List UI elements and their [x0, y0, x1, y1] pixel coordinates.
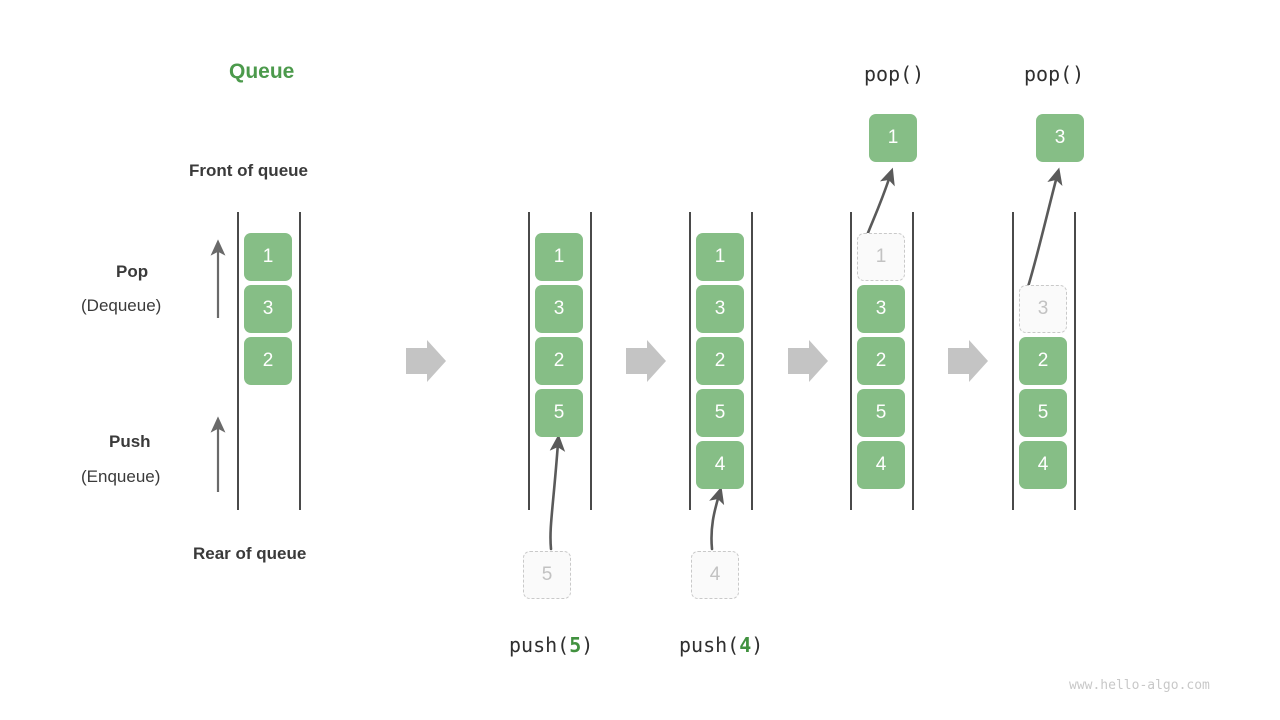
push-4-argument: 4: [739, 633, 752, 657]
queue-rail-left: [528, 212, 530, 510]
queue-cell: 2: [535, 337, 583, 385]
queue-rail-left: [689, 212, 691, 510]
queue-cell: 2: [1019, 337, 1067, 385]
queue-cell: 4: [857, 441, 905, 489]
push-enqueue-label: (Enqueue): [81, 467, 161, 486]
popped-cell: 1: [869, 114, 917, 162]
push-5-argument: 5: [569, 633, 582, 657]
queue-cell: 2: [696, 337, 744, 385]
queue-cell: 3: [857, 285, 905, 333]
incoming-ghost-cell: 4: [691, 551, 739, 599]
queue-cell: 2: [857, 337, 905, 385]
queue-cell: 3: [535, 285, 583, 333]
queue-cell: 1: [244, 233, 292, 281]
push-5-operation-label: push(5): [509, 633, 593, 657]
push-4-suffix: ): [751, 633, 764, 657]
queue-rail-left: [237, 212, 239, 510]
push-4-operation-label: push(4): [679, 633, 763, 657]
pop-label: Pop: [116, 262, 149, 281]
queue-cell-ghost: 3: [1019, 285, 1067, 333]
queue-cell: 5: [857, 389, 905, 437]
queue-cell: 1: [535, 233, 583, 281]
pop-1-curve-arrow: [864, 167, 895, 240]
push-5-prefix: push(: [509, 633, 570, 657]
queue-cell: 4: [1019, 441, 1067, 489]
queue-cell: 3: [696, 285, 744, 333]
rear-of-queue-label: Rear of queue: [193, 544, 307, 563]
push-4-prefix: push(: [679, 633, 740, 657]
queue-cell: 3: [244, 285, 292, 333]
push-5-curve-arrow: [549, 434, 566, 551]
flow-arrow-3: [788, 340, 828, 382]
queue-rail-right: [912, 212, 914, 510]
flow-arrow-2: [626, 340, 666, 382]
queue-cell: 5: [535, 389, 583, 437]
queue-cell: 5: [696, 389, 744, 437]
pop-3-curve-arrow: [1025, 167, 1063, 292]
queue-rail-left: [850, 212, 852, 510]
queue-cell-ghost: 1: [857, 233, 905, 281]
front-of-queue-label: Front of queue: [189, 161, 308, 180]
queue-rail-right: [751, 212, 753, 510]
queue-rail-left: [1012, 212, 1014, 510]
pop-1-operation-label: pop(): [864, 62, 925, 86]
queue-rail-right: [1074, 212, 1076, 510]
flow-arrow-1: [406, 340, 446, 382]
pop-dequeue-label: (Dequeue): [81, 296, 162, 315]
push-5-suffix: ): [581, 633, 594, 657]
page-title: Queue: [229, 60, 295, 83]
push-4-curve-arrow: [709, 486, 725, 551]
queue-cell: 2: [244, 337, 292, 385]
flow-arrow-4: [948, 340, 988, 382]
push-label: Push: [109, 432, 151, 451]
queue-rail-right: [590, 212, 592, 510]
queue-cell: 1: [696, 233, 744, 281]
queue-cell: 5: [1019, 389, 1067, 437]
site-watermark: www.hello-algo.com: [1069, 678, 1210, 693]
popped-cell: 3: [1036, 114, 1084, 162]
queue-cell: 4: [696, 441, 744, 489]
queue-rail-right: [299, 212, 301, 510]
pop-2-operation-label: pop(): [1024, 62, 1085, 86]
incoming-ghost-cell: 5: [523, 551, 571, 599]
